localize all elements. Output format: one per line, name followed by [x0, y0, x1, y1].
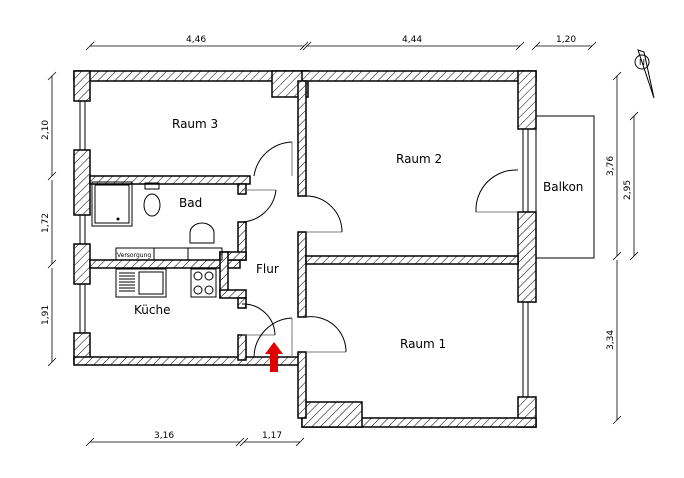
walls: [73, 70, 537, 428]
label-balkon: Balkon: [543, 180, 583, 194]
label-flur: Flur: [256, 262, 279, 276]
label-kueche: Küche: [134, 303, 170, 317]
balcony: [535, 115, 595, 259]
dim-right-outer-1: 3,76: [606, 156, 616, 176]
fixtures: Versorgung: [91, 181, 223, 298]
north-compass-icon: N: [634, 49, 655, 99]
label-raum-1: Raum 1: [400, 337, 446, 351]
dim-bottom-2: 1,17: [262, 431, 282, 441]
dim-left-2: 1,72: [41, 213, 51, 233]
dim-left-1: 2,10: [41, 120, 51, 140]
label-raum-3: Raum 3: [172, 117, 218, 131]
dim-right-outer-2: 3,34: [606, 330, 616, 350]
toilet: [144, 182, 160, 190]
dim-bottom-1: 3,16: [154, 431, 174, 441]
stove: [190, 268, 217, 298]
dim-top-1: 4,46: [186, 35, 206, 45]
washbasin: [189, 222, 215, 244]
shower-tray: [91, 181, 133, 227]
dim-left-3: 1,91: [41, 305, 51, 325]
compass-label: N: [639, 58, 645, 67]
kitchen-sink: [115, 268, 167, 298]
versorgung-label: Versorgung: [117, 252, 151, 259]
entrance-arrow-icon: [265, 342, 283, 372]
dim-right-inner-1: 2,95: [623, 180, 633, 200]
dim-top-2: 4,44: [402, 35, 422, 45]
dim-top-3: 1,20: [556, 35, 576, 45]
label-raum-2: Raum 2: [396, 152, 442, 166]
label-bad: Bad: [179, 196, 202, 210]
dimension-lines: [47, 41, 639, 447]
doors: [241, 141, 519, 358]
